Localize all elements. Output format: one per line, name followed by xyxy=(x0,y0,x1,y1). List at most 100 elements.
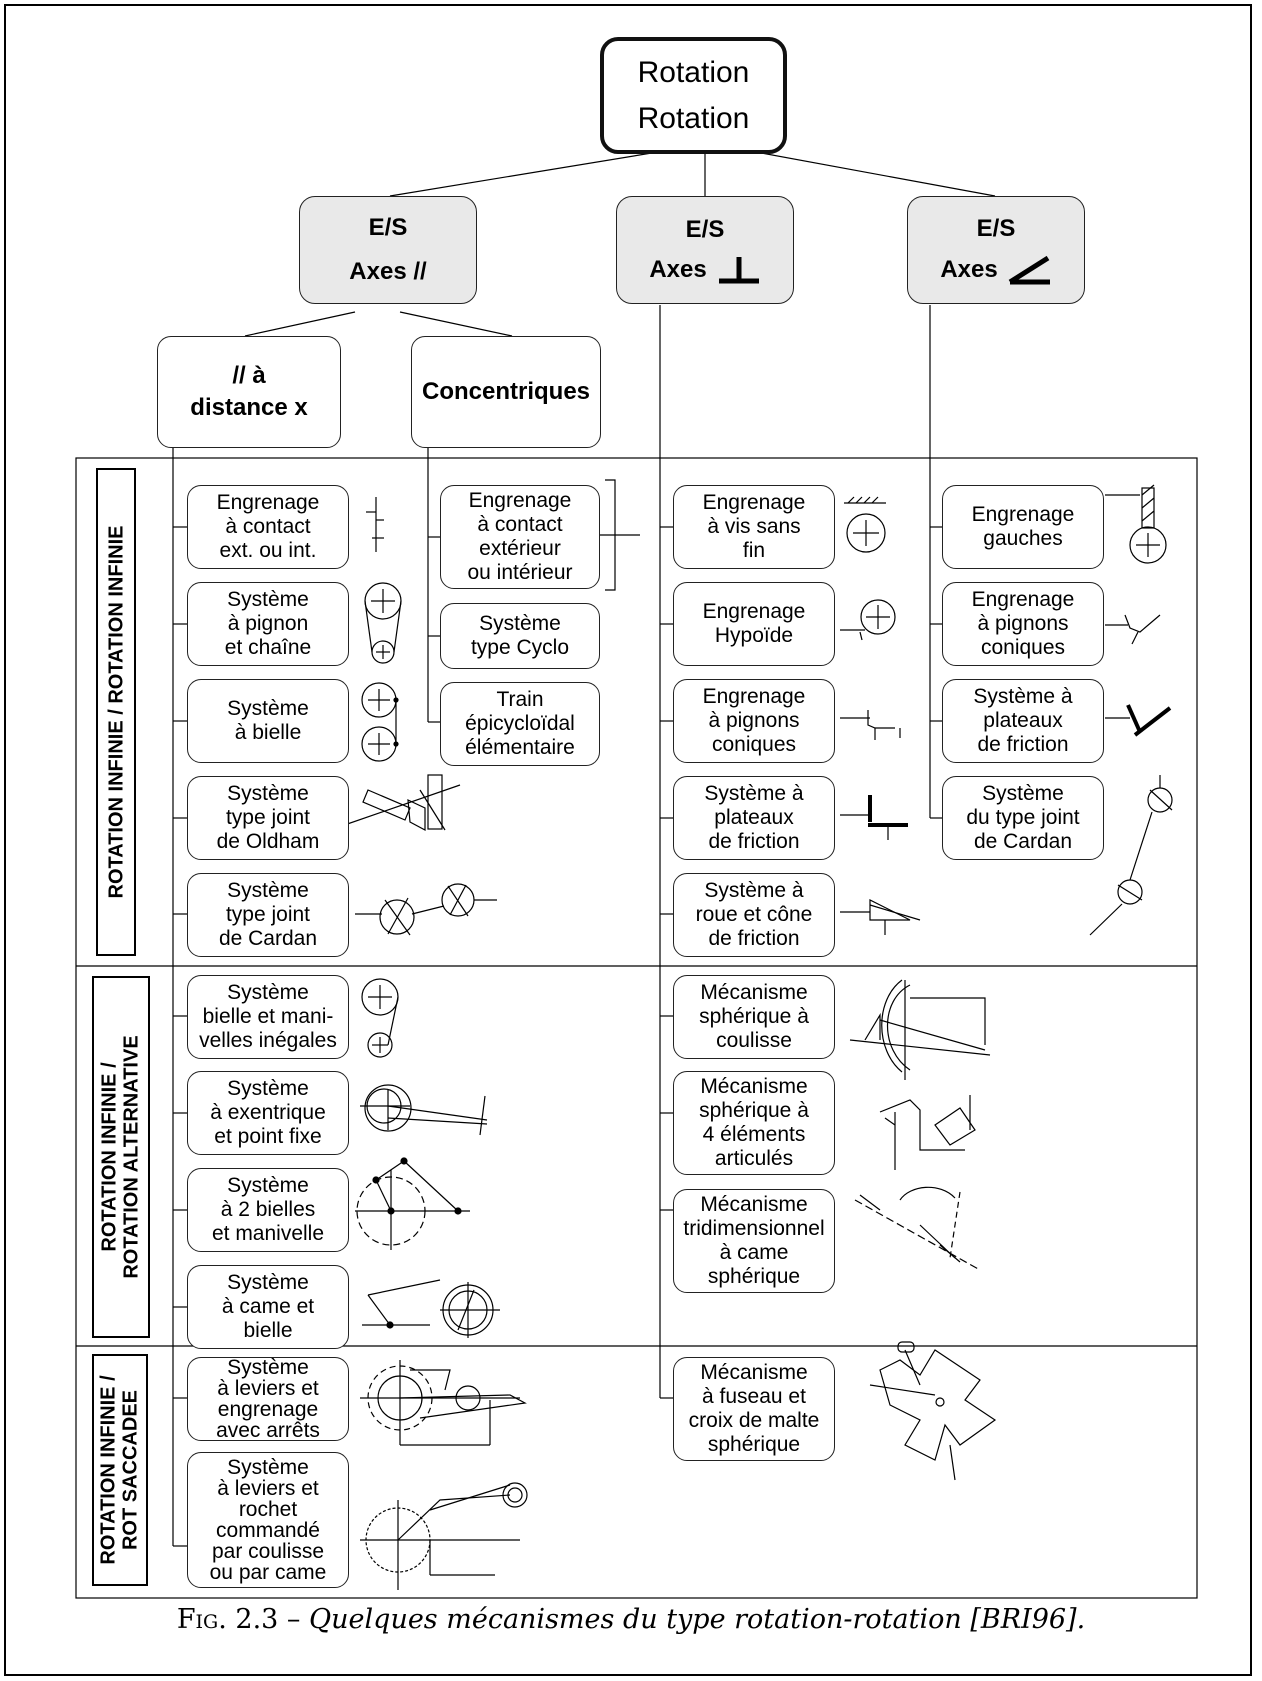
mech-text: à pignon xyxy=(227,612,309,635)
mech-text: Système xyxy=(227,981,309,1004)
mech-text: Engrenage xyxy=(216,491,320,514)
mech-2-bielles: Système à 2 bielles et manivelle xyxy=(187,1168,349,1252)
sketch-cardan-1 xyxy=(355,883,497,936)
sketch-levers-gear xyxy=(360,1360,527,1446)
angle-symbol-icon xyxy=(1008,255,1050,285)
mech-text: à came et xyxy=(221,1295,315,1318)
sketch-skew-gears xyxy=(1105,484,1167,564)
sketch-bevel-perp xyxy=(840,710,901,740)
connector-parallel-concentric xyxy=(399,311,513,337)
connector-root-parallel xyxy=(389,149,671,197)
mech-text: Mécanisme xyxy=(700,981,808,1004)
group-perp-line-2: Axes xyxy=(649,256,707,283)
mech-vis-sans-fin: Engrenage à vis sans fin xyxy=(673,485,835,569)
mech-text: coniques xyxy=(711,733,797,756)
group-perp-line-1: E/S xyxy=(685,216,725,243)
caption-text: Quelques mécanismes du type rotation-rot… xyxy=(309,1604,1086,1635)
mech-text: à pignons xyxy=(977,612,1069,635)
mech-text: rochet xyxy=(238,1498,298,1521)
mech-text: bielle xyxy=(243,1319,293,1342)
mech-text: bielle et mani- xyxy=(202,1005,334,1028)
mech-text: de Oldham xyxy=(216,830,320,853)
mech-pignon-chaine: Système à pignon et chaîne xyxy=(187,582,349,666)
mech-text: Système xyxy=(227,1356,309,1379)
connector-root-angled xyxy=(744,149,996,197)
connector-parallel-distance xyxy=(244,311,356,337)
mech-text: engrenage xyxy=(217,1398,319,1421)
mech-text: du type joint xyxy=(966,806,1080,829)
mech-text: roue et cône xyxy=(695,903,813,926)
mech-roue-cone: Système à roue et cône de friction xyxy=(673,873,835,957)
row-jerky-line-1: ROTATION INFINIE / xyxy=(98,1375,120,1565)
subgroup-distance-x: // à distance x xyxy=(157,336,341,448)
mech-text: fin xyxy=(742,539,766,562)
mech-text: Engrenage xyxy=(702,685,806,708)
figure-frame xyxy=(4,4,1252,1676)
mech-text: avec arrêts xyxy=(216,1419,320,1442)
mech-plateaux-friction-perp: Système à plateaux de friction xyxy=(673,776,835,860)
mech-text: à fuseau et xyxy=(702,1385,806,1408)
mech-text: Système xyxy=(227,879,309,902)
mech-text: épicycloïdal xyxy=(465,712,575,735)
mech-leviers-engrenage: Système à leviers et engrenage avec arrê… xyxy=(187,1357,349,1441)
mech-hypoide: Engrenage Hypoïde xyxy=(673,582,835,666)
sketch-connecting-rod xyxy=(361,682,399,762)
mech-text: Système xyxy=(227,1174,309,1197)
mech-oldham: Système type joint de Oldham xyxy=(187,776,349,860)
sketch-two-rods xyxy=(355,1157,470,1250)
mech-text: sphérique xyxy=(707,1265,801,1288)
sketch-friction-perp xyxy=(840,795,908,840)
mech-text: commandé xyxy=(216,1519,320,1542)
mech-text: à bielle xyxy=(234,721,302,744)
subgroup-distance-line-2: distance x xyxy=(190,394,308,421)
mech-text: Engrenage xyxy=(971,503,1075,526)
mech-text: de friction xyxy=(708,927,800,950)
subgroup-concentric-label: Concentriques xyxy=(421,378,591,405)
mech-text: Système xyxy=(227,588,309,611)
mech-text: Engrenage xyxy=(971,588,1075,611)
mech-text: tridimensionnel xyxy=(683,1217,825,1240)
mech-text: coulisse xyxy=(716,1029,792,1052)
mech-text: à contact xyxy=(225,515,311,538)
mech-spherique-4-elements: Mécanisme sphérique à 4 éléments articul… xyxy=(673,1071,835,1175)
mech-text: à pignons xyxy=(708,709,800,732)
subgroup-concentric: Concentriques xyxy=(411,336,601,448)
mech-text: Mécanisme xyxy=(700,1193,808,1216)
sketch-cone-friction xyxy=(840,899,921,935)
mech-text: ext. ou int. xyxy=(219,539,317,562)
mech-cardan-distance: Système type joint de Cardan xyxy=(187,873,349,957)
mech-came-bielle: Système à came et bielle xyxy=(187,1265,349,1349)
mech-engrenage-gauches: Engrenage gauches xyxy=(942,485,1104,569)
mech-manivelles-inegales: Système bielle et mani- velles inégales xyxy=(187,975,349,1059)
group-axes-parallel: E/S Axes // xyxy=(299,196,477,304)
mech-text: à leviers et xyxy=(217,1477,319,1500)
mech-text: Système xyxy=(982,782,1064,805)
row-label-infinite-alternative: ROTATION INFINIE / ROTATION ALTERNATIVE xyxy=(92,976,150,1338)
sketch-gear-contact xyxy=(366,497,384,552)
sketch-cardan-angled xyxy=(1089,775,1173,936)
mech-text: Train xyxy=(496,688,544,711)
mech-text: Engrenage xyxy=(702,600,806,623)
mech-text: Système xyxy=(227,1271,309,1294)
row-label-infinite-jerky: ROTATION INFINIE / ROT SACCADEE xyxy=(92,1354,148,1586)
mech-cyclo: Système type Cyclo xyxy=(440,603,600,669)
mech-text: Système xyxy=(227,782,309,805)
mech-text: Hypoïde xyxy=(714,624,794,647)
mech-text: et point fixe xyxy=(214,1125,322,1148)
mech-text: type joint xyxy=(225,806,311,829)
mech-text: Mécanisme xyxy=(700,1361,808,1384)
group-angle-line-1: E/S xyxy=(976,215,1016,242)
mech-text: type Cyclo xyxy=(470,636,570,659)
mech-engrenage-contact: Engrenage à contact ext. ou int. xyxy=(187,485,349,569)
mech-text: Système xyxy=(479,612,561,635)
group-angle-line-2: Axes xyxy=(940,256,998,283)
mech-text: extérieur xyxy=(479,537,561,560)
mech-cardan-angle: Système du type joint de Cardan xyxy=(942,776,1104,860)
mech-text: à 2 bielles xyxy=(220,1198,316,1221)
mech-text: gauches xyxy=(983,527,1063,550)
row-jerky-line-2: ROT SACCADEE xyxy=(120,1390,142,1551)
mech-croix-malte: Mécanisme à fuseau et croix de malte sph… xyxy=(673,1357,835,1461)
mech-text: à leviers et xyxy=(217,1377,319,1400)
group-parallel-line-1: E/S xyxy=(368,214,408,241)
mech-text: à exentrique xyxy=(210,1101,326,1124)
